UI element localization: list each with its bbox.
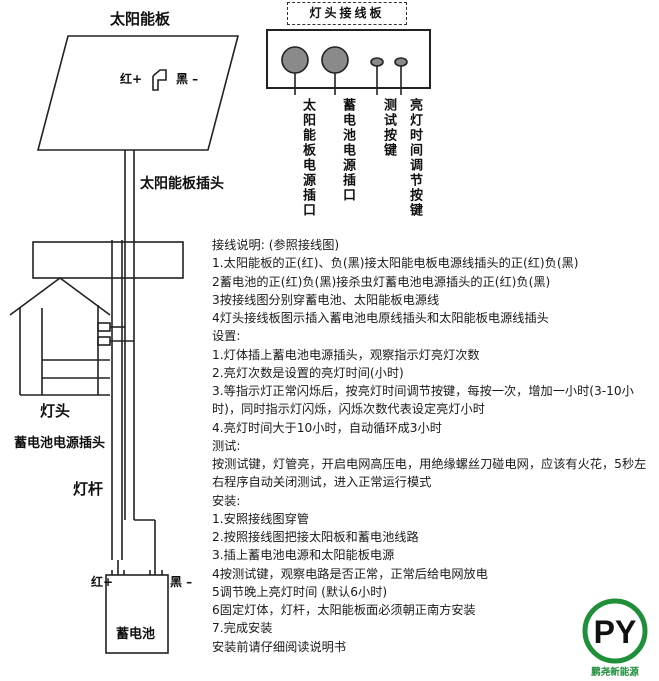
logo-mark: PY — [594, 614, 637, 650]
black-minus-bottom-label: 黑 – — [170, 575, 193, 589]
battery-label: 蓄电池 — [116, 627, 156, 642]
timer-button — [394, 57, 408, 67]
instruction-line: 3.插上蓄电池电源和太阳能板电源 — [212, 548, 395, 563]
lamp-head-shape — [9, 277, 111, 316]
instruction-line: 4.亮灯时间大于10小时，自动循环成3小时 — [212, 420, 442, 435]
instruction-line: 安装前请仔细阅读说明书 — [212, 639, 347, 654]
wiring-board-shape — [266, 29, 431, 89]
lamp-head-label: 灯头 — [40, 402, 71, 420]
board-label-solar-socket: 太阳能板电源插口 — [300, 98, 315, 218]
battery-shape — [105, 574, 169, 654]
instruction-line: 测试: — [212, 438, 241, 453]
instruction-line: 3按接线图分别穿蓄电池、太阳能板电源线 — [212, 292, 440, 307]
instruction-line: 1.安照接线图穿管 — [212, 511, 309, 526]
battery-socket-circle — [321, 46, 349, 74]
solar-panel-shape — [36, 35, 240, 151]
instruction-line: 2.亮灯次数是设置的亮灯时间(小时) — [212, 365, 404, 380]
logo-ring — [582, 598, 648, 664]
instruction-line: 2.按照接线图把接太阳板和蓄电池线路 — [212, 530, 419, 544]
junction-box — [152, 69, 167, 91]
instruction-line: 2蓄电池的正(红)负(黑)接杀虫灯蓄电池电源插头的正(红)负(黑) — [212, 274, 551, 289]
instruction-line: 1.灯体插上蓄电池电源插头，观察指示灯亮灯次数 — [212, 347, 480, 362]
instruction-line: 4灯头接线板图示插入蓄电池电原线插头和太阳能板电源线插头 — [212, 311, 549, 325]
board-label-timer-button: 亮灯时间调节按键 — [407, 98, 422, 218]
instruction-line: 1.太阳能板的正(红)、负(黑)接太阳能电板电源线插头的正(红)负(黑) — [212, 256, 579, 271]
instruction-line: 3.等指示灯正常闪烁后，按亮灯时间调节按键，每按一次，增加一小时(3-10小时)… — [212, 384, 634, 417]
solar-plug-label: 太阳能板插头 — [140, 176, 224, 192]
red-plus-bottom-label: 红+ — [91, 575, 114, 589]
instruction-line: 按测试键，灯管亮，开启电网高压电，用绝缘螺丝刀碰电网，应该有火花，5秒左右程序自… — [212, 457, 647, 490]
red-plus-top-label: 红+ — [120, 72, 143, 86]
black-minus-top-label: 黑 – — [176, 72, 199, 86]
lamp-pole-label: 灯杆 — [73, 480, 104, 498]
solar-panel-label: 太阳能板 — [110, 10, 171, 28]
battery-socket-label: 蓄电池电源插头 — [14, 436, 106, 451]
pole-bracket — [32, 241, 184, 279]
instruction-line: 5调节晚上亮灯时间 (默认6小时) — [212, 584, 388, 599]
logo-caption: 鹏尧新能源 — [591, 667, 639, 678]
instruction-line: 4按测试键，观察电路是否正常，正常后给电网放电 — [212, 566, 488, 581]
board-label-test-button: 测试按键 — [381, 98, 396, 158]
instructions-text: 接线说明: (参照接线图) 1.太阳能板的正(红)、负(黑)接太阳能电板电源线插… — [212, 236, 658, 656]
instruction-line: 6固定灯体，灯杆，太阳能板面必须朝正南方安装 — [212, 603, 476, 617]
instruction-line: 安装: — [212, 493, 241, 508]
solar-socket-circle — [281, 46, 309, 74]
wiring-board-title: 灯头接线板 — [287, 2, 407, 25]
py-logo-icon: PY — [582, 598, 648, 664]
instruction-line: 接线说明: (参照接线图) — [212, 238, 340, 252]
test-button — [370, 57, 384, 67]
instruction-line: 设置: — [212, 329, 241, 344]
board-label-battery-socket: 蓄电池电源插口 — [340, 98, 355, 203]
instruction-line: 7.完成安装 — [212, 621, 273, 636]
